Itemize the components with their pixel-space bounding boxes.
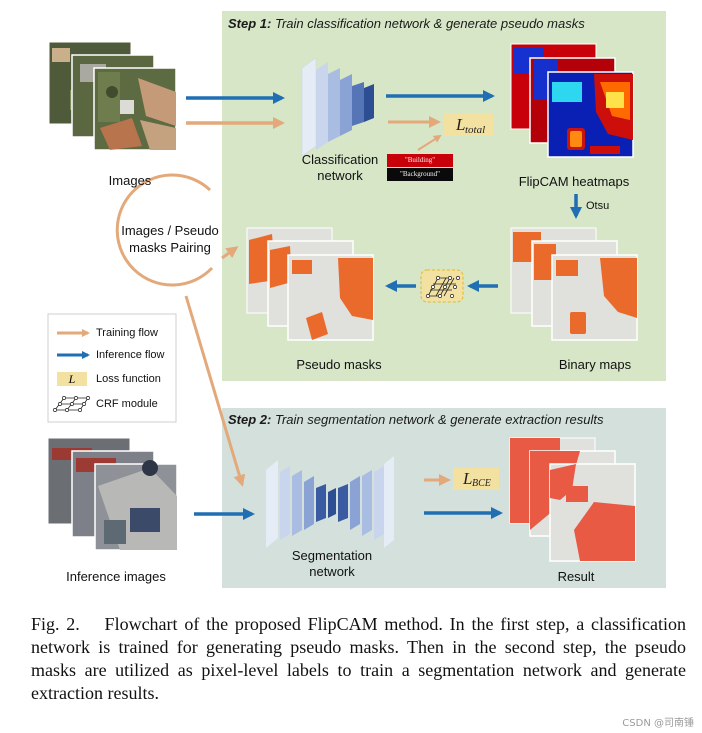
input-images-stack [48, 41, 177, 151]
loss-bce-box: L BCE [453, 468, 499, 490]
result-stack [509, 437, 636, 562]
legend-box [47, 313, 177, 423]
segmentation-network-label: Segmentation network [291, 548, 373, 579]
training-arrow-pairing-to-seg [184, 295, 246, 487]
inference-images-label: Inference images [66, 569, 166, 584]
segmentation-network-blocks [266, 456, 394, 548]
loss-total-box: L total [444, 114, 494, 136]
figure-caption: Fig. 2. Flowchart of the proposed FlipCA… [31, 614, 686, 703]
crf-module-icon [420, 269, 464, 303]
watermark: CSDN @司南锤 [622, 718, 694, 729]
pseudo-masks-stack [246, 227, 374, 341]
legend-inference-flow: Inference flow [96, 349, 165, 361]
images-label: Images [108, 173, 152, 188]
building-tag: "Building" [387, 154, 453, 167]
flipcam-heatmaps-label: FlipCAM heatmaps [518, 174, 630, 189]
legend-training-flow: Training flow [96, 327, 158, 339]
classification-network-label: Classification network [301, 152, 379, 183]
training-arrow-tags-to-loss [417, 134, 442, 151]
legend-crf-icon [53, 396, 90, 412]
step2-title: Step 2: Train segmentation network & gen… [228, 412, 604, 427]
binary-maps-label: Binary maps [558, 357, 632, 372]
inference-images-stack [47, 437, 178, 551]
legend-loss-function: Loss function [96, 373, 161, 385]
pairing-label: Images / Pseudo masks Pairing [121, 223, 219, 255]
background-tag: "Background" [387, 168, 453, 181]
flipcam-heatmaps-stack [510, 43, 634, 158]
legend-loss-icon: L [57, 372, 87, 386]
result-label: Result [557, 569, 595, 584]
legend-crf-module: CRF module [96, 398, 158, 410]
pairing-arrow-to-pseudo [221, 246, 239, 260]
classification-network-blocks [301, 57, 374, 157]
step1-title: Step 1: Train classification network & g… [228, 16, 585, 31]
otsu-label: Otsu [586, 200, 610, 212]
pseudo-masks-label: Pseudo masks [296, 357, 382, 372]
pairing-circle [115, 173, 214, 287]
binary-maps-stack [510, 227, 638, 341]
